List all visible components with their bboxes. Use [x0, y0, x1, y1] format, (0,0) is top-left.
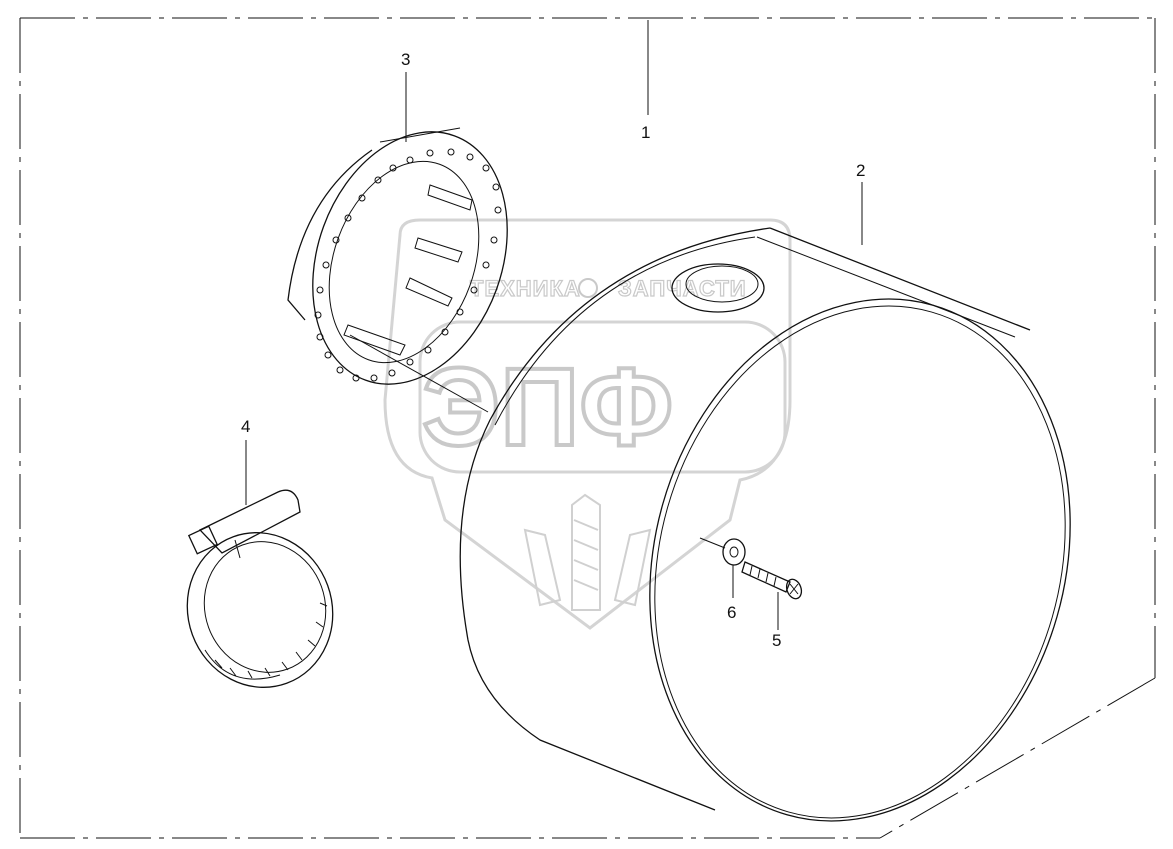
callout-4: 4 — [241, 417, 250, 436]
watermark-left-word: ТЕХНИКА — [470, 276, 581, 301]
watermark-big-letters: ЭПФ — [422, 346, 673, 469]
part-screw — [741, 561, 803, 630]
watermark-right-word: ЗАПЧАСТИ — [618, 276, 747, 301]
watermark: ТЕХНИКА ЗАПЧАСТИ ЭПФ — [383, 218, 792, 630]
callout-3: 3 — [401, 50, 410, 69]
gear-icon — [578, 278, 598, 298]
frame-border — [19, 17, 1156, 839]
flange-inner-slots — [343, 184, 473, 356]
callout-6: 6 — [727, 603, 736, 622]
part-washer — [699, 537, 746, 598]
flange-bolt-holes — [314, 148, 502, 382]
part-housing — [459, 227, 1071, 822]
callout-5: 5 — [772, 631, 781, 650]
part-flange-ring — [287, 127, 508, 413]
watermark-wheat-emblem — [523, 493, 652, 611]
callout-2: 2 — [856, 161, 865, 180]
part-hose-clamp — [186, 489, 334, 688]
callout-1: 1 — [641, 123, 650, 142]
